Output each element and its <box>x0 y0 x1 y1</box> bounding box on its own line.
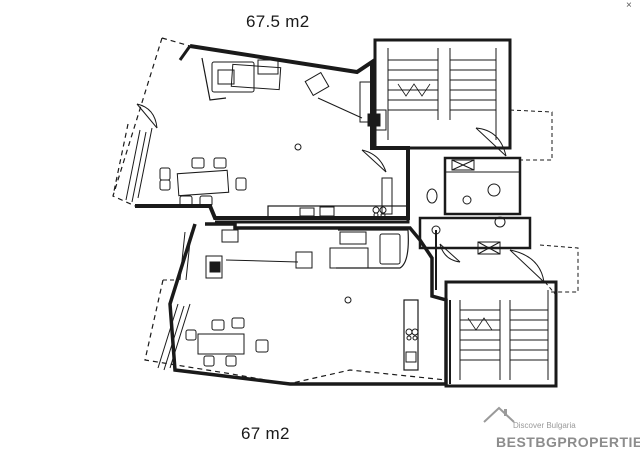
upper-sofa <box>201 57 282 101</box>
watermark-brand: BESTBGPROPERTIES <box>496 434 640 450</box>
lower-bath <box>418 216 532 250</box>
lower-sofa <box>329 229 409 269</box>
upper-bath <box>443 156 522 216</box>
lower-unit-area-label: 67 m2 <box>241 424 290 443</box>
lower-balcony-dashed <box>144 279 447 385</box>
upper-dining <box>159 157 247 207</box>
corner-mark: × <box>626 0 632 11</box>
lower-tv <box>209 261 221 273</box>
lower-dining <box>185 317 269 367</box>
upper-outer-wall <box>135 44 410 220</box>
lower-armchair <box>295 251 313 269</box>
upper-unit-area-label: 67.5 m2 <box>246 12 310 31</box>
lower-apartment <box>144 216 579 388</box>
lower-entry-door-arc <box>509 249 545 283</box>
upper-light-point <box>294 143 302 151</box>
upper-stair-treads <box>388 59 496 111</box>
upper-stair-core <box>373 38 512 150</box>
house-logo-icon <box>483 406 515 423</box>
lower-kitchen <box>403 299 419 371</box>
upper-armchair <box>304 71 330 97</box>
lower-stair-treads <box>460 309 548 361</box>
upper-balcony-dashed <box>112 37 191 207</box>
watermark-tagline: Discover Bulgaria <box>513 421 576 430</box>
lower-outer-wall <box>168 222 448 386</box>
upper-entry-door-arc <box>475 127 507 157</box>
upper-west-window <box>125 127 153 203</box>
upper-tv <box>367 113 381 127</box>
lower-light-point <box>344 296 352 304</box>
upper-door-arc-west <box>136 103 158 129</box>
upper-apartment <box>112 37 553 220</box>
lower-stair-core <box>444 280 558 388</box>
